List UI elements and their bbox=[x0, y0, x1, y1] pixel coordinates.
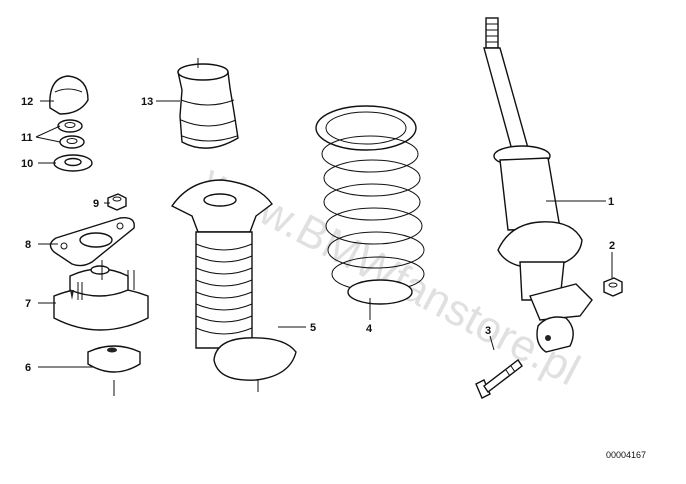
part-5-dust-boot[interactable] bbox=[170, 179, 297, 381]
part-8-gasket[interactable] bbox=[49, 217, 135, 267]
callout-10: 10 bbox=[21, 158, 33, 170]
part-12-cap[interactable] bbox=[49, 75, 89, 115]
part-7-strut-mount[interactable] bbox=[53, 265, 149, 331]
lower-mount[interactable] bbox=[529, 283, 593, 353]
callout-8: 8 bbox=[25, 239, 31, 251]
callout-2: 2 bbox=[609, 240, 615, 252]
part-2-nut[interactable] bbox=[603, 277, 623, 297]
callout-7: 7 bbox=[25, 298, 31, 310]
callout-13: 13 bbox=[141, 96, 153, 108]
callout-12: 12 bbox=[21, 96, 33, 108]
part-13-bump-stop[interactable] bbox=[177, 63, 239, 149]
part-11-nuts[interactable] bbox=[57, 119, 85, 149]
callout-9: 9 bbox=[93, 198, 99, 210]
part-6-pad[interactable] bbox=[87, 345, 141, 373]
leader-lines bbox=[35, 58, 613, 396]
diagram-code: 00004167 bbox=[606, 450, 646, 460]
callout-11: 11 bbox=[21, 132, 33, 144]
part-1-shock-absorber[interactable] bbox=[483, 17, 583, 301]
callout-3: 3 bbox=[485, 325, 491, 337]
callout-4: 4 bbox=[366, 323, 373, 335]
part-4-coil-spring[interactable] bbox=[315, 105, 425, 305]
part-3-bolt[interactable] bbox=[475, 358, 523, 399]
callout-1: 1 bbox=[608, 196, 614, 208]
part-10-washer[interactable] bbox=[53, 154, 93, 172]
part-9-nut[interactable] bbox=[107, 193, 127, 211]
callout-6: 6 bbox=[25, 362, 31, 374]
callout-5: 5 bbox=[310, 322, 316, 334]
callout-labels: 1 2 3 4 5 6 7 8 9 10 11 12 13 bbox=[21, 96, 615, 374]
